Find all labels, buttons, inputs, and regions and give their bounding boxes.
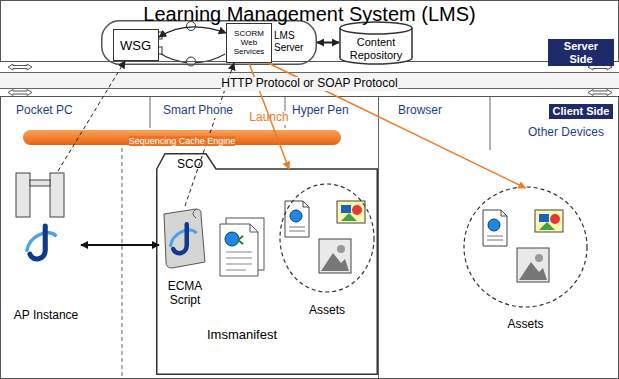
ap-instance-icon — [16, 173, 64, 259]
connector — [185, 63, 234, 206]
node-text: Assets — [309, 304, 345, 318]
device-label: Hyper Pen — [292, 104, 349, 118]
node-text: Learning Management System (LMS) — [143, 3, 475, 26]
node-text-holder: LMS Server — [274, 30, 314, 55]
asset-icons — [483, 210, 563, 282]
node-text-holder: Content Repository — [339, 36, 413, 63]
ap-instance: AP Instance — [11, 171, 81, 323]
node-text: Content Repository — [339, 36, 413, 61]
node-text-holder: ECMA Script — [159, 280, 211, 308]
imsmanifest: Imsmanifest — [206, 213, 278, 343]
node-text-holder: AP Instance — [11, 305, 81, 323]
sco-folder: SCO ECMA ScriptImsmanifest Assets — [156, 153, 378, 375]
device-label-holder: Other Devices — [528, 122, 618, 140]
device-label: Smart Phone — [163, 104, 233, 118]
wsg-box: WSG — [113, 29, 159, 61]
interface-loop — [154, 22, 225, 67]
node-text-holder: HTTP Protocol or SOAP Protocol — [0, 73, 619, 91]
node-text: Client Side — [549, 104, 614, 119]
connector — [159, 27, 226, 37]
node-text-holder: Sequencing Cache Engine — [23, 130, 341, 148]
node-text-holder: Server Side — [548, 39, 614, 67]
node-text-holder: WSG — [114, 36, 157, 54]
assets-group: Assets — [279, 183, 375, 318]
ecma-script: ECMA Script — [159, 206, 211, 308]
node-text: AP Instance — [14, 309, 79, 323]
assets-group-outline — [279, 183, 375, 318]
connector — [249, 63, 289, 169]
node-text: HTTP Protocol or SOAP Protocol — [221, 77, 397, 91]
protocol-band: HTTP Protocol or SOAP Protocol — [0, 72, 619, 89]
node-text: SCORM Web Services — [227, 29, 271, 57]
server-panel: Learning Management System (LMS)Server S… — [0, 0, 619, 62]
client-panel: Client SideSequencing Cache Engine AP Ins… — [0, 96, 619, 379]
device-label-holder: Hyper Pen — [292, 100, 382, 118]
device-label-holder: Browser — [398, 100, 488, 118]
connector — [268, 63, 526, 188]
node-text-holder: Client Side — [548, 101, 614, 119]
cache-engine-band: Sequencing Cache Engine — [23, 130, 341, 145]
node-text-holder: Imsmanifest — [206, 325, 278, 343]
node-text: LMS Server — [274, 30, 314, 53]
imsmanifest-icon — [220, 218, 264, 276]
connector — [317, 42, 339, 44]
assets-group-outline — [463, 186, 588, 336]
node-text: SCO — [177, 158, 203, 172]
ecma-script-icon — [164, 209, 205, 268]
connector — [81, 244, 159, 246]
node-text-holder: SCORM Web Services — [227, 29, 271, 58]
lms-server: LMS Server WSG SCORM Web Services — [101, 20, 317, 65]
asset-icons — [285, 201, 365, 273]
assets-group: Assets — [463, 186, 588, 336]
node-text: Sequencing Cache Engine — [129, 136, 236, 146]
node-text: Server Side — [548, 39, 614, 66]
node-text-holder: Assets — [279, 300, 375, 318]
node-text: ECMA Script — [159, 280, 211, 308]
node-text: WSG — [120, 39, 151, 54]
device-label: Pocket PC — [16, 104, 73, 118]
device-label-holder: Smart Phone — [163, 100, 253, 118]
node-text: Imsmanifest — [207, 328, 277, 343]
device-label: Browser — [398, 104, 442, 118]
connector — [58, 61, 125, 171]
web-services-box: SCORM Web Services — [226, 23, 272, 63]
node-text-holder: Learning Management System (LMS) — [1, 3, 618, 26]
node-text-holder: SCO — [168, 154, 212, 172]
node-text: Assets — [507, 318, 543, 332]
repository-cylinder: Content Repository — [339, 21, 413, 65]
node-text-holder: Assets — [463, 314, 588, 332]
device-label: Other Devices — [528, 126, 604, 140]
